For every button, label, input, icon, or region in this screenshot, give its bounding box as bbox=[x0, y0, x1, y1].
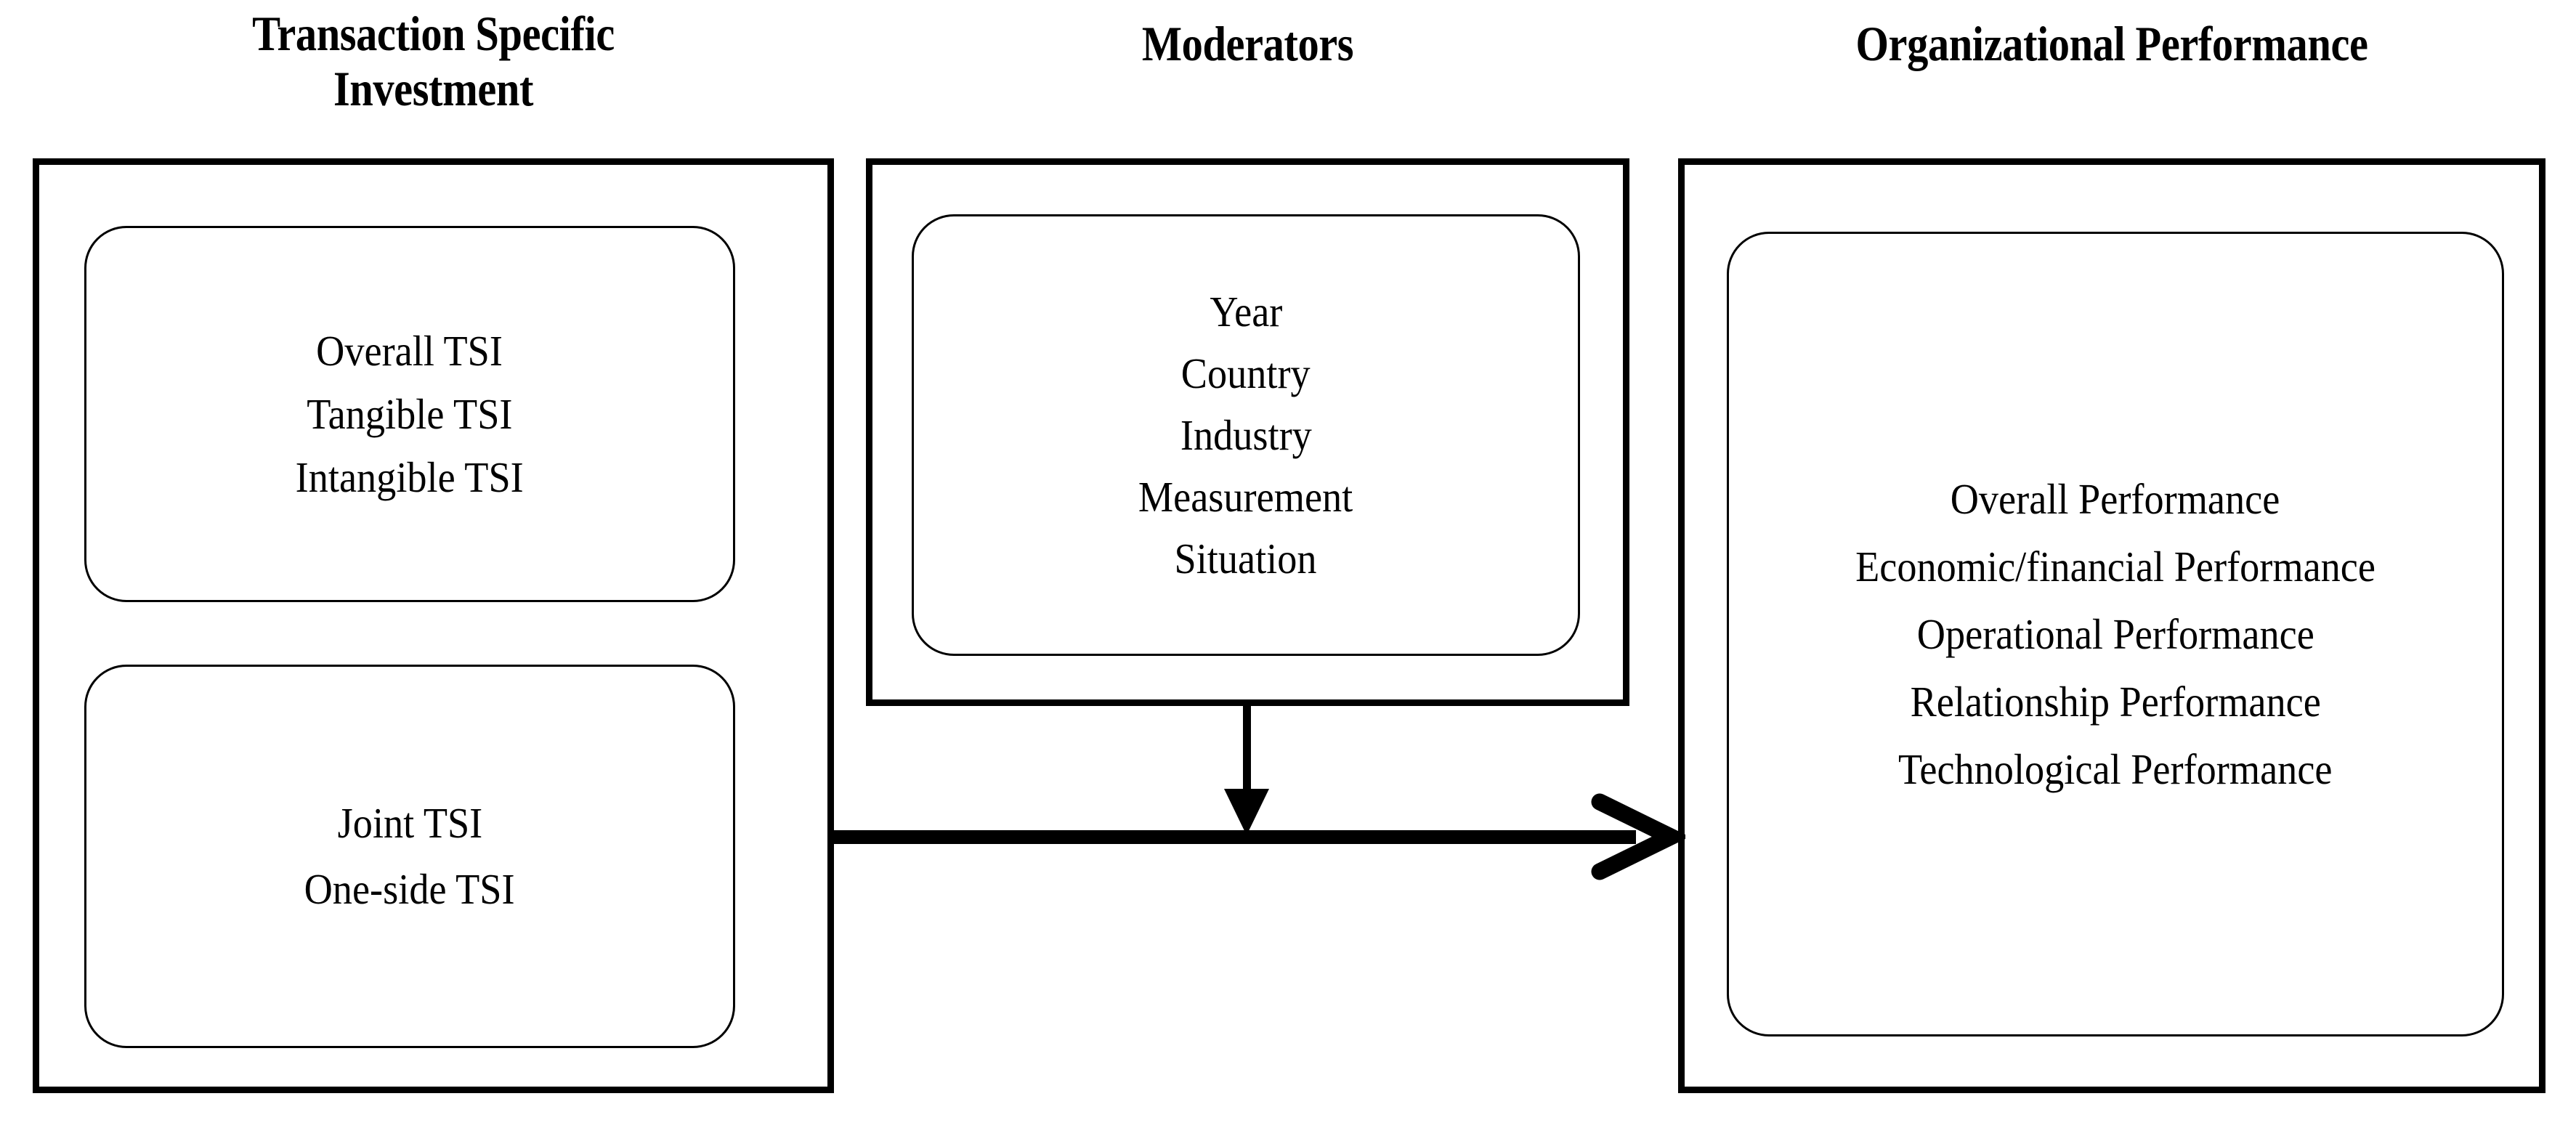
list-item: Economic/financial Performance bbox=[1855, 542, 2375, 591]
arrow-moderators-head bbox=[1224, 789, 1269, 835]
list-item: Year bbox=[1209, 287, 1283, 336]
list-item: Overall TSI bbox=[316, 326, 503, 375]
list-item: Tangible TSI bbox=[307, 389, 513, 438]
title-transaction-specific-investment: Transaction Specific Investment bbox=[252, 6, 615, 117]
list-item: Industry bbox=[1180, 410, 1312, 459]
list-item: Technological Performance bbox=[1898, 744, 2333, 793]
arrow-tsi-to-performance-shaft bbox=[830, 830, 1636, 844]
arrow-tsi-to-performance-head bbox=[1591, 793, 1685, 880]
title-moderators: Moderators bbox=[1141, 16, 1354, 71]
arrow-moderators-shaft bbox=[1243, 706, 1251, 791]
list-item: Overall Performance bbox=[1951, 474, 2280, 523]
list-item: Intangible TSI bbox=[295, 453, 524, 501]
group-moderators: Year Country Industry Measurement Situat… bbox=[912, 214, 1580, 656]
list-item: Operational Performance bbox=[1916, 609, 2314, 658]
list-item: Measurement bbox=[1138, 472, 1353, 521]
group-tsi-secondary: Joint TSI One-side TSI bbox=[84, 665, 735, 1048]
box-moderators: Year Country Industry Measurement Situat… bbox=[866, 158, 1629, 706]
title-organizational-performance: Organizational Performance bbox=[1855, 16, 2368, 71]
box-organizational-performance: Overall Performance Economic/financial P… bbox=[1678, 158, 2545, 1093]
list-item: Situation bbox=[1174, 534, 1318, 583]
list-item: Country bbox=[1181, 349, 1311, 397]
list-item: Relationship Performance bbox=[1910, 677, 2321, 726]
list-item: Joint TSI bbox=[337, 799, 482, 847]
group-tsi-primary: Overall TSI Tangible TSI Intangible TSI bbox=[84, 226, 735, 602]
box-transaction-specific-investment: Overall TSI Tangible TSI Intangible TSI … bbox=[33, 158, 834, 1093]
group-organizational-performance: Overall Performance Economic/financial P… bbox=[1727, 232, 2504, 1036]
list-item: One-side TSI bbox=[304, 865, 515, 913]
